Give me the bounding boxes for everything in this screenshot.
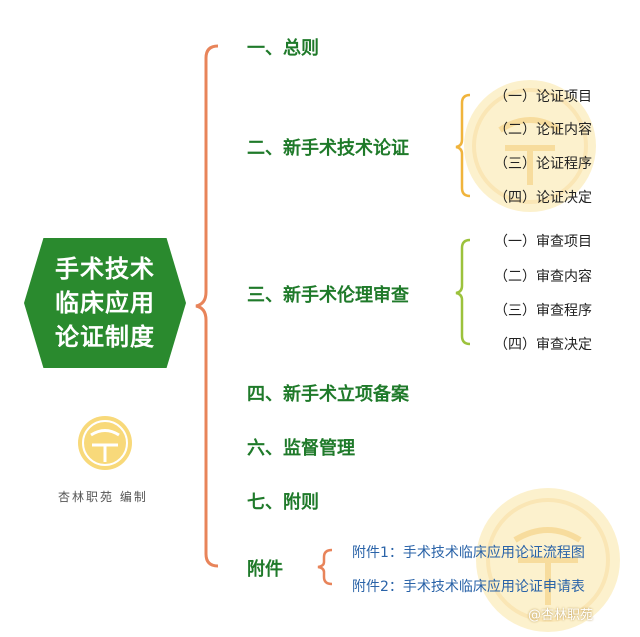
credit-text: 杏林职苑 编制: [58, 490, 148, 504]
lunzheng-bracket: [455, 93, 471, 198]
lunzheng-item: （三）论证程序: [494, 156, 592, 172]
central-title-line: 论证制度: [55, 323, 155, 351]
central-title-line: 临床应用: [55, 289, 155, 317]
shencha-item: （四）审查决定: [494, 337, 592, 353]
shencha-bracket: [455, 238, 471, 346]
attachment-item: 附件1：手术技术临床应用论证流程图: [352, 545, 585, 561]
central-node: 手术技术 临床应用 论证制度: [24, 238, 186, 368]
shencha-item: （一）审查项目: [494, 234, 592, 250]
central-title-line: 手术技术: [55, 255, 155, 283]
section-shencha: 三、新手术伦理审查: [247, 285, 409, 306]
attachment-item: 附件2：手术技术临床应用论证申请表: [352, 579, 585, 595]
shencha-item: （三）审查程序: [494, 303, 592, 319]
watermark-text: @杏林职苑: [528, 608, 594, 623]
lunzheng-item: （四）论证决定: [494, 190, 592, 206]
lunzheng-item: （一）论证项目: [494, 89, 592, 105]
main-bracket: [195, 44, 219, 568]
shencha-item: （二）审查内容: [494, 269, 592, 285]
section-general: 一、总则: [247, 38, 319, 59]
attachment-bracket: [317, 548, 333, 586]
watermark-logo-icon: [464, 80, 596, 212]
section-lunzheng: 二、新手术技术论证: [247, 138, 409, 159]
section-fujian: 附件: [247, 559, 283, 580]
section-beian: 四、新手术立项备案: [247, 384, 409, 405]
section-fuze: 七、附则: [247, 492, 319, 513]
brand-logo-icon: [78, 416, 132, 470]
lunzheng-item: （二）论证内容: [494, 122, 592, 138]
watermark-logo-icon: [476, 488, 620, 632]
section-jiandu: 六、监督管理: [247, 438, 355, 459]
